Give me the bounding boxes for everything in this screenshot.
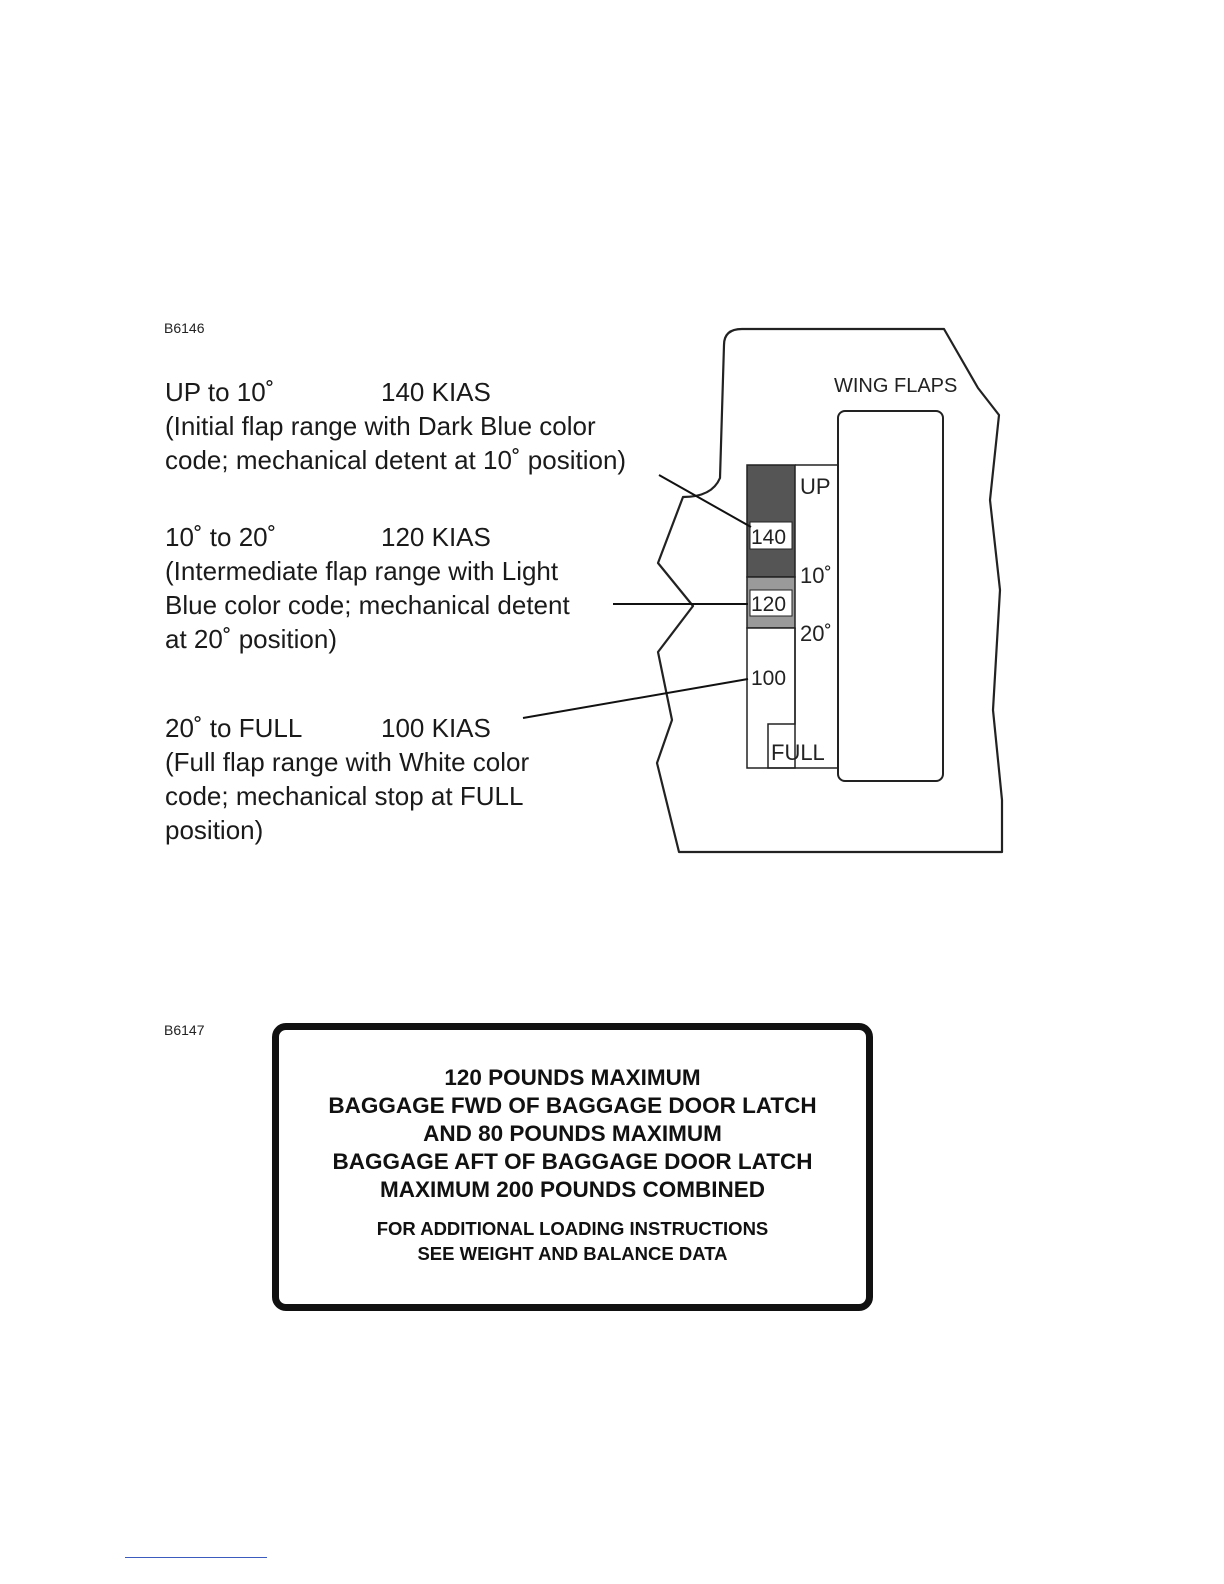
range-head-label: 10˚ to 20˚ xyxy=(165,522,277,552)
range-desc-line: (Intermediate flap range with Light xyxy=(165,556,559,586)
baggage-placard: 120 POUNDS MAXIMUM BAGGAGE FWD OF BAGGAG… xyxy=(272,1023,873,1311)
placard-main-line: BAGGAGE FWD OF BAGGAGE DOOR LATCH xyxy=(328,1093,817,1118)
speed-mark-140: 140 xyxy=(751,526,786,549)
speed-mark-box-140 xyxy=(749,521,793,550)
range-desc-line: (Full flap range with White color xyxy=(165,747,530,777)
range-desc-line: Blue color code; mechanical detent xyxy=(165,590,570,620)
range-desc-line: code; mechanical detent at 10˚ position) xyxy=(165,445,627,475)
flap-range-up-to-10: UP to 10˚ 140 KIAS (Initial flap range w… xyxy=(165,375,626,477)
flap-range-10-to-20: 10˚ to 20˚ 120 KIAS (Intermediate flap r… xyxy=(165,520,570,656)
range-head-label: UP to 10˚ xyxy=(165,377,275,407)
placard-main-text: 120 POUNDS MAXIMUM BAGGAGE FWD OF BAGGAG… xyxy=(279,1064,866,1204)
position-label-up: UP xyxy=(800,474,831,499)
placard-main-line: 120 POUNDS MAXIMUM xyxy=(444,1065,701,1090)
dark-blue-range-bar xyxy=(746,464,796,578)
position-label-10: 10˚ xyxy=(800,563,832,588)
figure-id-b6147: B6147 xyxy=(164,1022,205,1038)
footnote-separator-rule xyxy=(125,1557,267,1558)
placard-main-line: AND 80 POUNDS MAXIMUM xyxy=(423,1121,722,1146)
range-desc-line: at 20˚ position) xyxy=(165,624,337,654)
range-desc-line: code; mechanical stop at FULL xyxy=(165,781,524,811)
position-label-full: FULL xyxy=(771,740,825,765)
position-label-frame xyxy=(767,464,838,769)
placard-sub-line: SEE WEIGHT AND BALANCE DATA xyxy=(417,1243,728,1264)
range-desc-line: (Initial flap range with Dark Blue color xyxy=(165,411,596,441)
range-speed-label: 140 KIAS xyxy=(381,377,491,407)
leader-line-100 xyxy=(522,678,749,719)
panel-outline xyxy=(655,327,1004,854)
placard-sub-line: FOR ADDITIONAL LOADING INSTRUCTIONS xyxy=(376,1218,769,1239)
range-head-label: 20˚ to FULL xyxy=(165,713,303,743)
placard-sub-text: FOR ADDITIONAL LOADING INSTRUCTIONS SEE … xyxy=(279,1216,866,1266)
range-desc-line: position) xyxy=(165,815,264,845)
position-label-20: 20˚ xyxy=(800,621,832,646)
speed-mark-100: 100 xyxy=(751,667,786,690)
leader-line-140 xyxy=(658,474,752,528)
wing-flaps-panel-diagram: WING FLAPS UP 10˚ 20˚ FULL 140 120 100 xyxy=(522,327,1004,854)
flap-lever-slot xyxy=(837,410,944,782)
wing-flaps-title: WING FLAPS xyxy=(834,375,957,397)
flap-range-20-to-full: 20˚ to FULL 100 KIAS (Full flap range wi… xyxy=(165,711,529,847)
figure-id-b6146: B6146 xyxy=(164,320,205,336)
placard-main-line: BAGGAGE AFT OF BAGGAGE DOOR LATCH xyxy=(332,1149,813,1174)
range-speed-label: 120 KIAS xyxy=(381,522,491,552)
placard-main-line: MAXIMUM 200 POUNDS COMBINED xyxy=(379,1177,766,1202)
speed-mark-120: 120 xyxy=(751,593,786,616)
speed-mark-box-120 xyxy=(749,589,793,617)
range-speed-label: 100 KIAS xyxy=(381,713,491,743)
